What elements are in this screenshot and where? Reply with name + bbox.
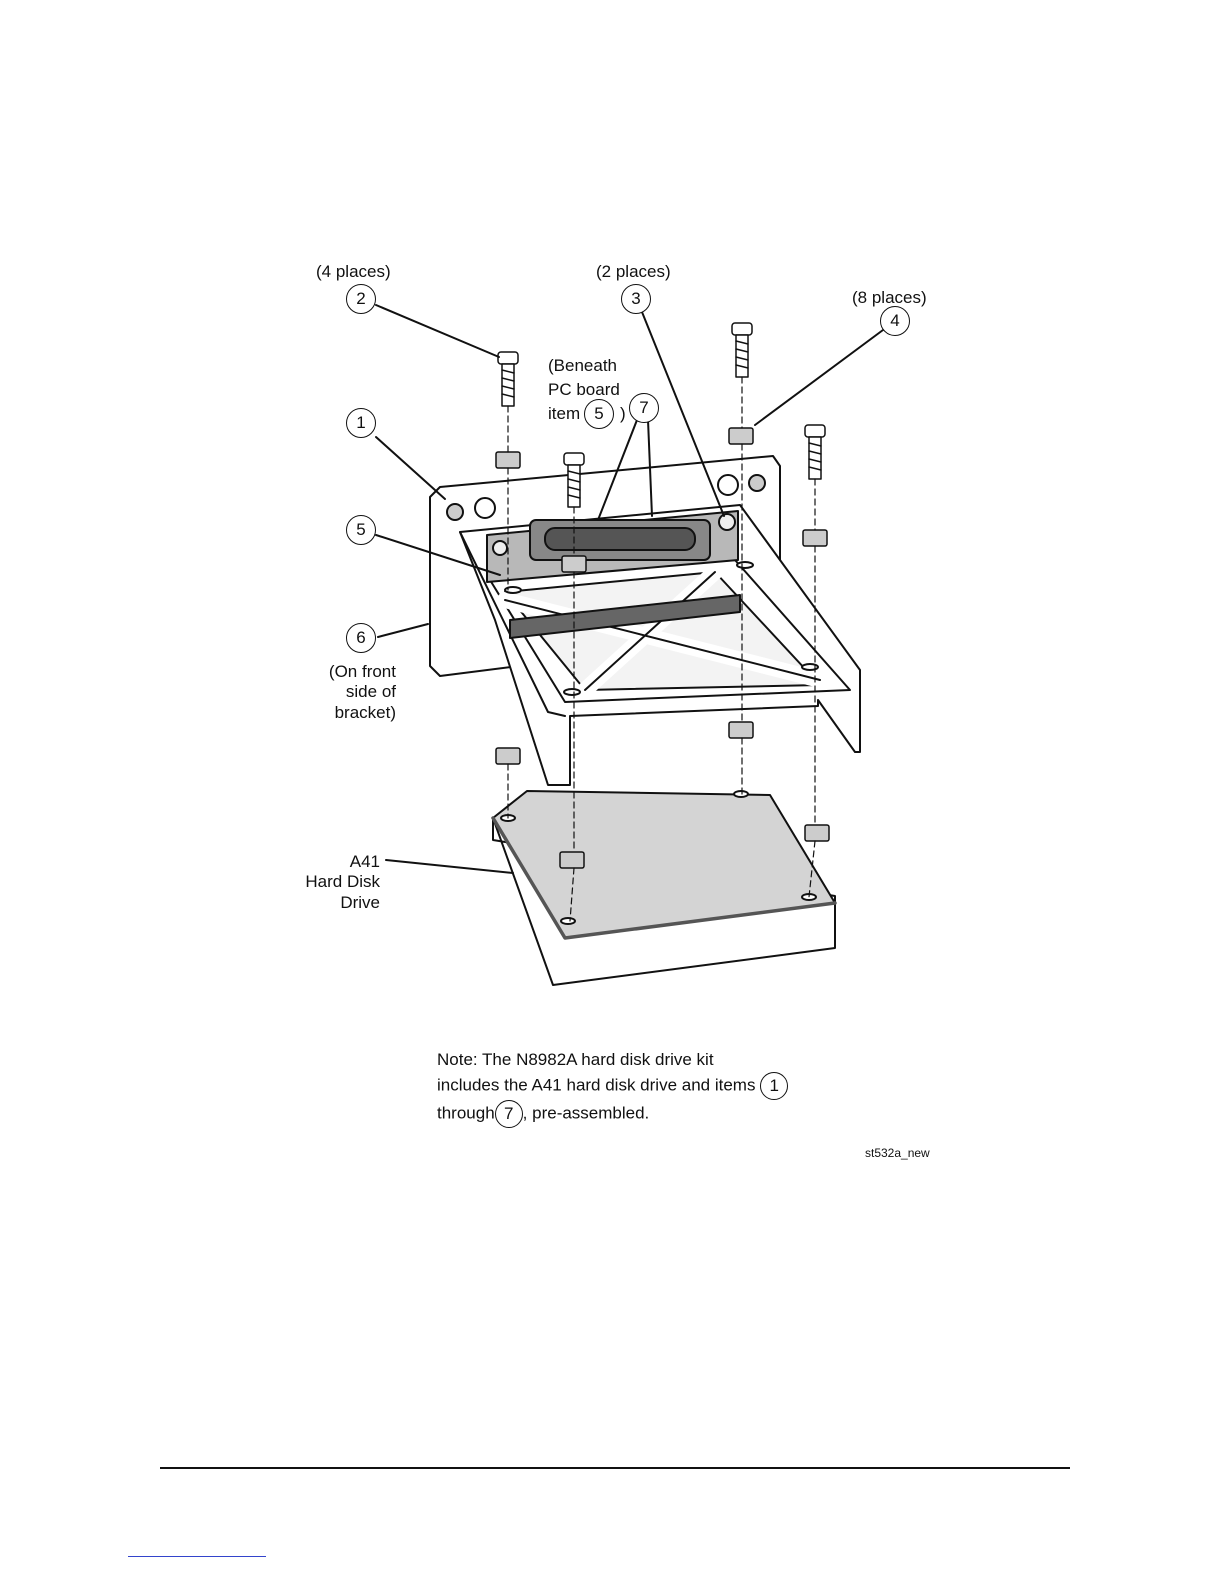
callout-3: 3 bbox=[621, 284, 651, 314]
note-callout-7: 7 bbox=[495, 1100, 523, 1128]
label-2-places: (2 places) bbox=[596, 261, 671, 283]
footer-rule bbox=[160, 1467, 1070, 1469]
note-line-1: Note: The N8982A hard disk drive kit bbox=[437, 1047, 788, 1072]
note-line-3-suffix: , pre-assembled. bbox=[523, 1103, 650, 1122]
label-8-places: (8 places) bbox=[852, 287, 927, 309]
label-beneath-line2: PC board bbox=[548, 379, 620, 401]
callout-5: 5 bbox=[346, 515, 376, 545]
label-4-places: (4 places) bbox=[316, 261, 391, 283]
screw-right bbox=[805, 425, 825, 479]
assembly-note: Note: The N8982A hard disk drive kit inc… bbox=[437, 1047, 788, 1128]
note-line-2: includes the A41 hard disk drive and ite… bbox=[437, 1072, 788, 1100]
screw-left bbox=[498, 352, 518, 406]
label-beneath-close: ) bbox=[620, 403, 626, 425]
label-front-line2: side of bbox=[296, 681, 396, 703]
label-drive-line1: A41 bbox=[280, 851, 380, 873]
callout-6: 6 bbox=[346, 623, 376, 653]
figure-id: st532a_new bbox=[865, 1146, 930, 1160]
footer-link-underline[interactable] bbox=[128, 1556, 266, 1557]
callout-beneath-ref-5: 5 bbox=[584, 399, 614, 429]
label-drive-line2: Hard Disk bbox=[280, 871, 380, 893]
note-callout-1: 1 bbox=[760, 1072, 788, 1100]
label-beneath-line1: (Beneath bbox=[548, 355, 617, 377]
hard-disk-drive bbox=[493, 791, 835, 985]
label-front-line3: bracket) bbox=[296, 702, 396, 724]
screw-right-top bbox=[732, 323, 752, 377]
callout-1: 1 bbox=[346, 408, 376, 438]
label-beneath-line3: item bbox=[548, 403, 580, 425]
note-line-3-prefix: through bbox=[437, 1103, 495, 1122]
callout-2: 2 bbox=[346, 284, 376, 314]
callout-7: 7 bbox=[629, 393, 659, 423]
note-line-2-text: includes the A41 hard disk drive and ite… bbox=[437, 1075, 755, 1094]
label-drive-line3: Drive bbox=[280, 892, 380, 914]
callout-4: 4 bbox=[880, 306, 910, 336]
label-front-line1: (On front bbox=[296, 661, 396, 683]
